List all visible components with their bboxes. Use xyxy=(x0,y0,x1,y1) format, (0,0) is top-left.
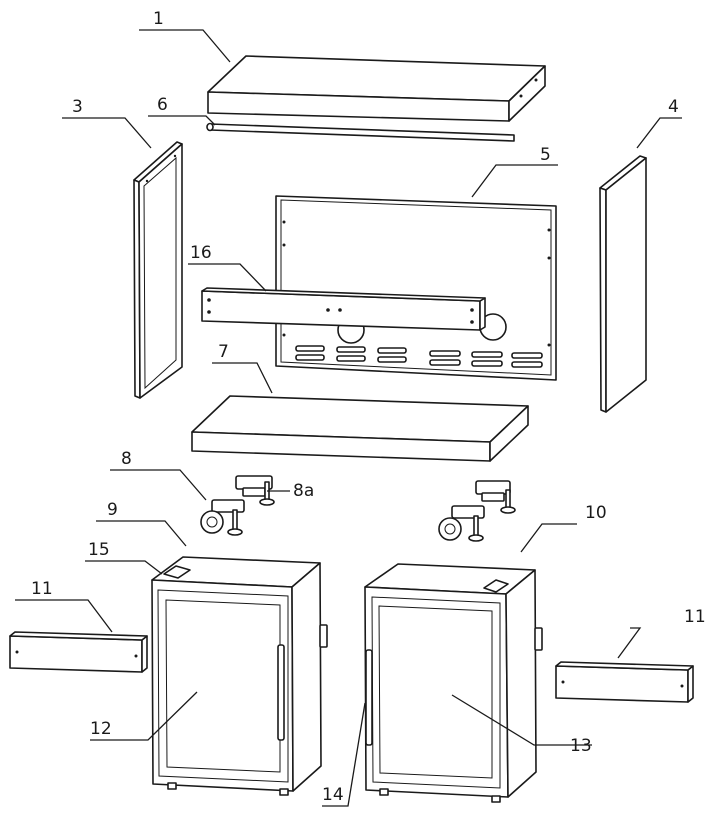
part-8-casters-left xyxy=(200,475,275,536)
callout-11-left: 11 xyxy=(31,579,53,599)
part-11-kick-plate-left xyxy=(9,631,148,673)
callout-11-right: 11 xyxy=(684,607,706,627)
part-11-kick-plate-right xyxy=(555,661,694,703)
callout-13: 13 xyxy=(570,736,592,756)
leader-lines xyxy=(15,29,682,807)
callout-5: 5 xyxy=(540,145,551,165)
part-10-right-fridge xyxy=(364,563,543,803)
callout-12: 12 xyxy=(90,719,112,739)
part-3-left-side-panel xyxy=(133,141,183,399)
callout-10: 10 xyxy=(585,503,607,523)
callout-14: 14 xyxy=(322,785,344,805)
callout-3: 3 xyxy=(72,97,83,117)
callout-6: 6 xyxy=(157,95,168,115)
part-16-bracket-bar xyxy=(201,287,486,331)
callout-7: 7 xyxy=(218,342,229,362)
part-4-right-side-panel xyxy=(599,155,647,413)
part-5-back-panel xyxy=(275,195,557,381)
callout-4: 4 xyxy=(668,97,679,117)
part-7-bottom-panel xyxy=(191,395,529,462)
part-1-top-panel xyxy=(207,55,546,122)
part-6-rod xyxy=(206,122,515,142)
callout-15: 15 xyxy=(88,540,110,560)
callout-8a: 8a xyxy=(293,481,314,501)
vent-slots xyxy=(295,345,543,368)
callout-16: 16 xyxy=(190,243,212,263)
callout-labels: 1 3 4 5 6 7 8 8a 9 10 15 11 11 12 13 14 … xyxy=(31,9,706,805)
part-9-left-fridge xyxy=(151,556,328,796)
callout-9: 9 xyxy=(107,500,118,520)
callout-1: 1 xyxy=(153,9,164,29)
part-8-casters-right xyxy=(438,480,516,542)
callout-8: 8 xyxy=(121,449,132,469)
